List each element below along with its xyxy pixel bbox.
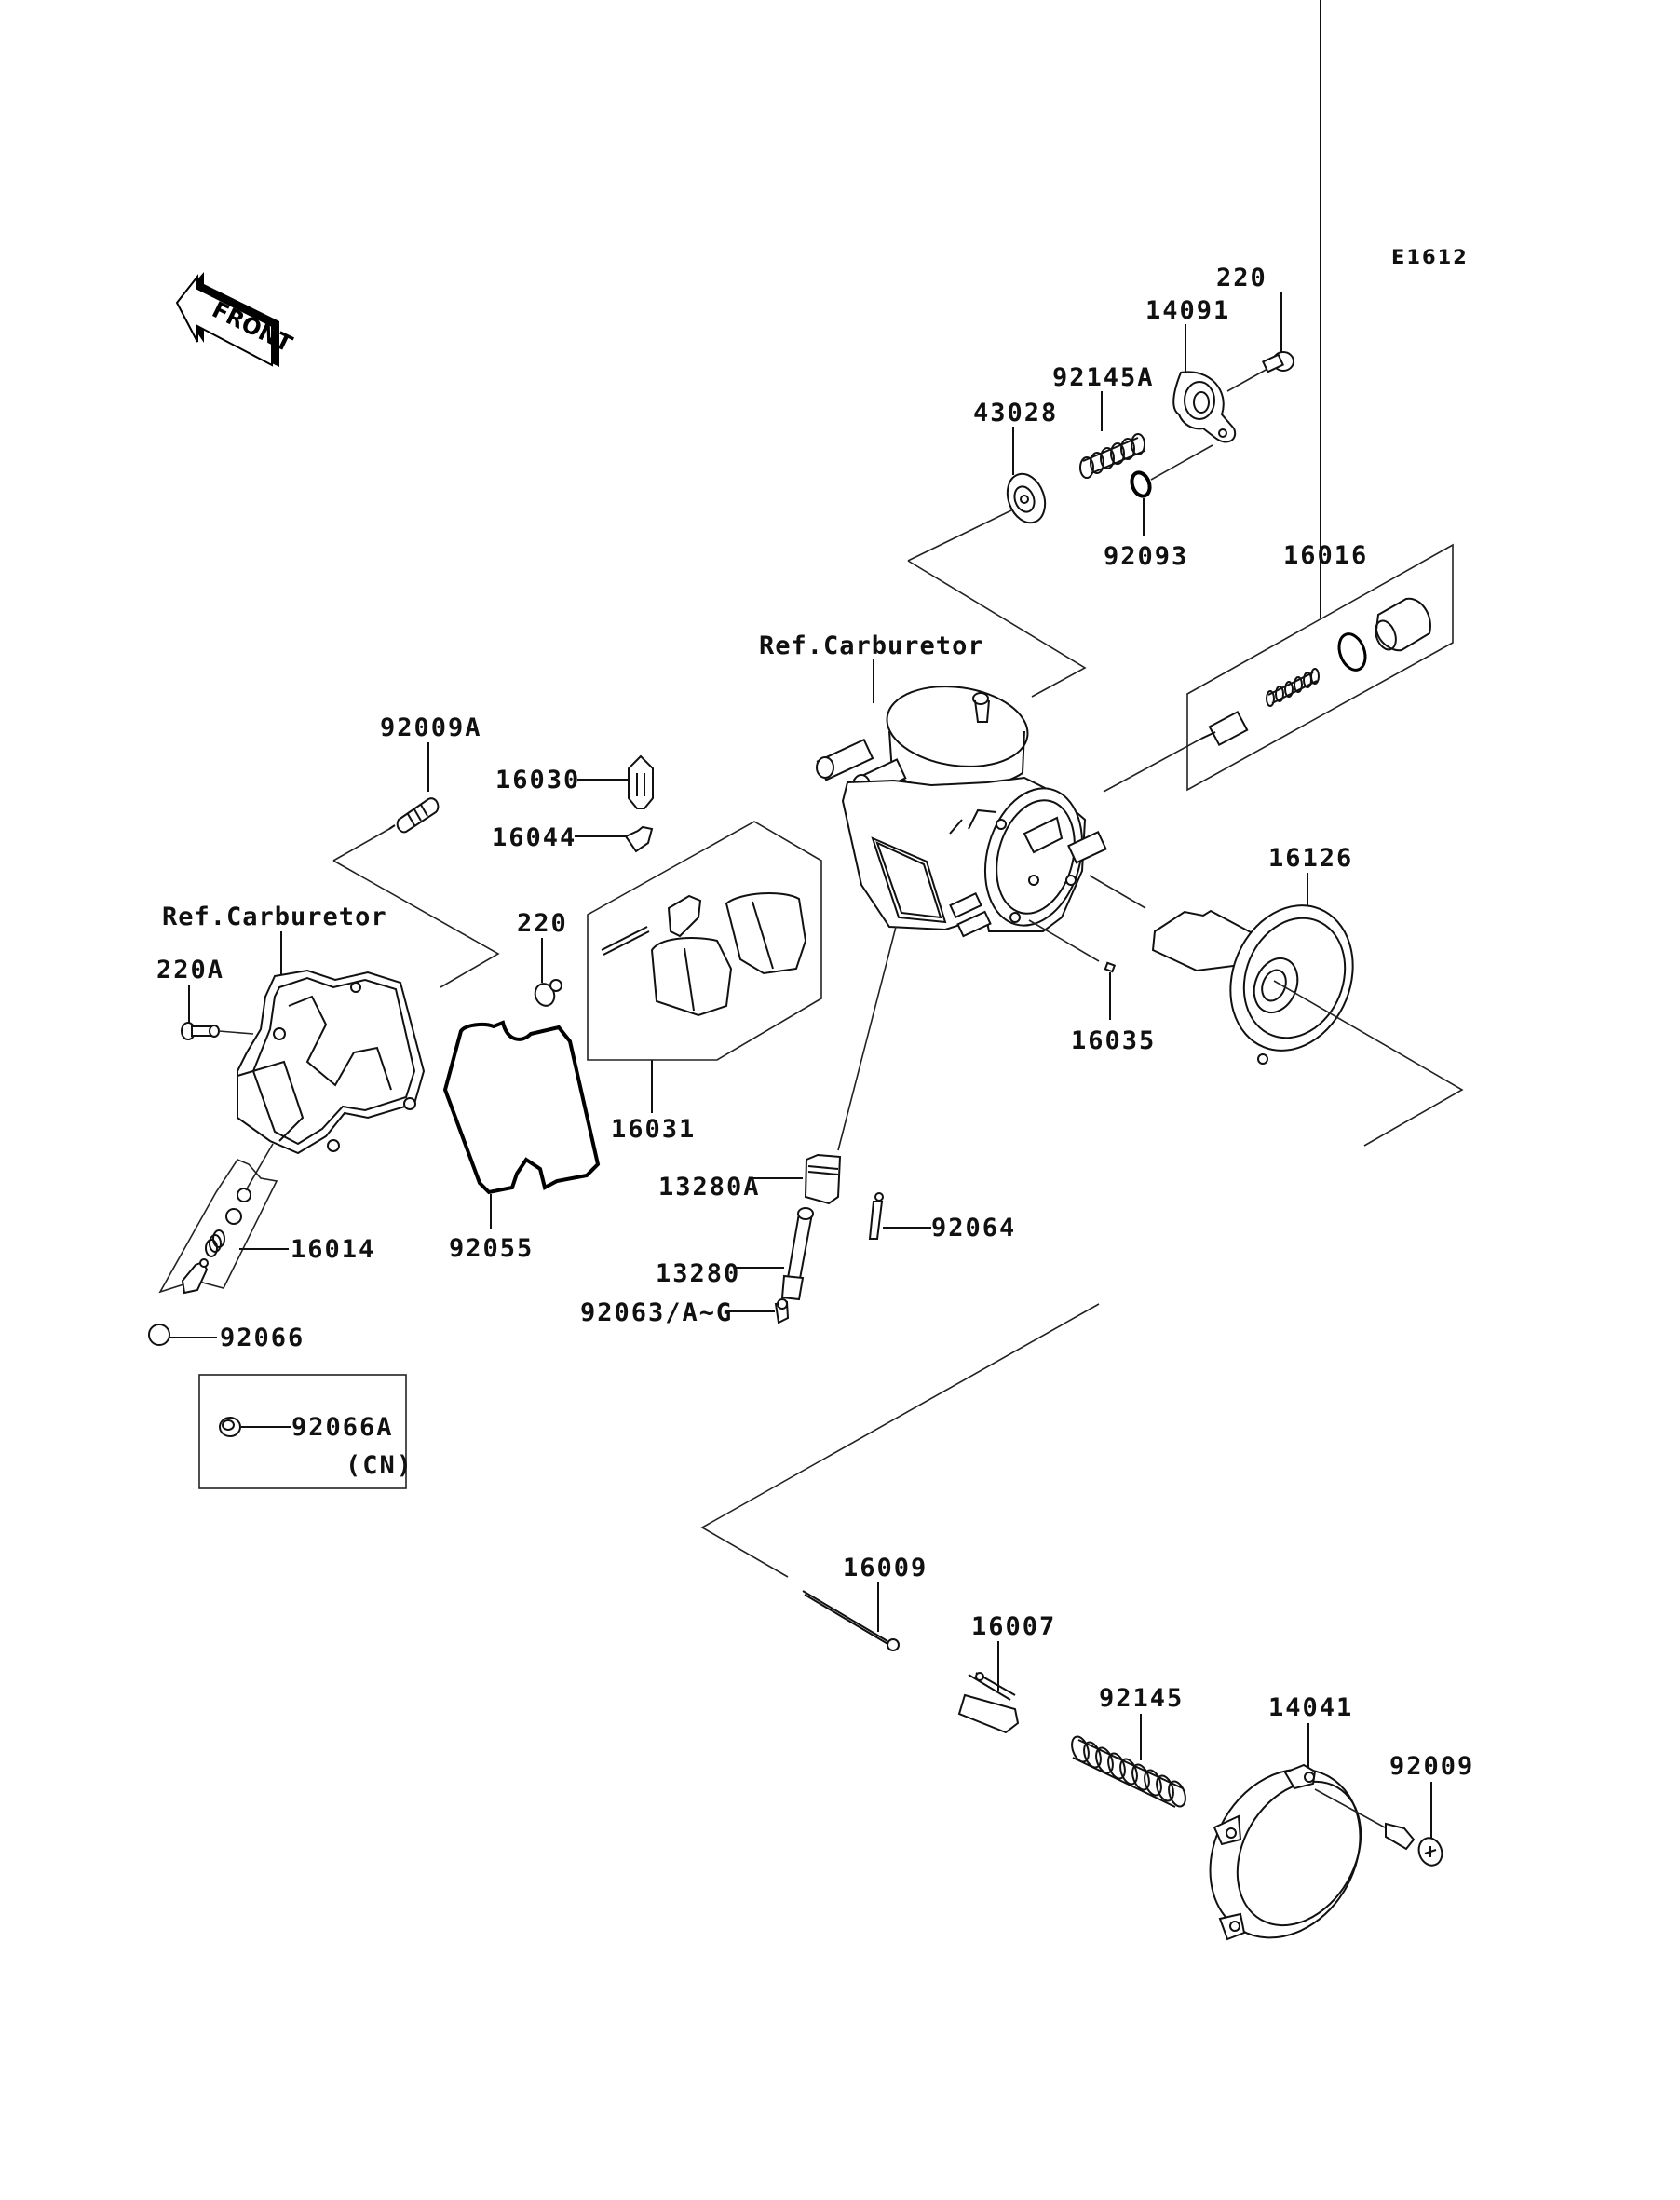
- label-220-mid[interactable]: 220: [517, 909, 568, 938]
- label-16030[interactable]: 16030: [495, 766, 580, 794]
- holder-13280A: [804, 1153, 842, 1205]
- label-92009[interactable]: 92009: [1389, 1752, 1474, 1781]
- label-92063[interactable]: 92063/A~G: [580, 1298, 733, 1327]
- main-jet-92063: [774, 1298, 790, 1324]
- screw-220A: [181, 1022, 220, 1040]
- screw-220-mid: [534, 979, 562, 1007]
- needle-jet-13280: [780, 1207, 814, 1301]
- gasket-92055: [442, 1020, 601, 1195]
- label-220A[interactable]: 220A: [156, 956, 224, 985]
- label-92145A[interactable]: 92145A: [1052, 363, 1155, 392]
- label-92066[interactable]: 92066: [220, 1324, 305, 1352]
- oring-92093: [1130, 470, 1152, 498]
- float-16031: [601, 891, 807, 1017]
- group-frame-16016: [1186, 543, 1454, 792]
- label-92064[interactable]: 92064: [931, 1214, 1016, 1243]
- float-bowl: [237, 969, 426, 1155]
- starter-plunger-16016: [1200, 597, 1431, 747]
- top-cover-14041: [1209, 1763, 1362, 1941]
- needle-valve-16030: [628, 754, 654, 809]
- label-16016[interactable]: 16016: [1283, 541, 1368, 570]
- spring-92145: [1071, 1735, 1186, 1808]
- label-92066A-note: (CN): [345, 1451, 413, 1480]
- cover-14091: [1172, 371, 1237, 443]
- label-ref-carburetor-top: Ref.Carburetor: [759, 631, 984, 660]
- label-14091[interactable]: 14091: [1145, 296, 1230, 325]
- label-16126[interactable]: 16126: [1268, 844, 1353, 873]
- carburetor-body: [816, 686, 1107, 938]
- label-43028[interactable]: 43028: [973, 399, 1058, 428]
- diaphragm-16126: [1151, 904, 1354, 1065]
- drain-screw-16014: [181, 1188, 251, 1295]
- label-16035[interactable]: 16035: [1071, 1026, 1156, 1055]
- label-ref-carburetor-left: Ref.Carburetor: [162, 903, 387, 931]
- diagram-code: E1612: [1391, 246, 1469, 268]
- group-frame-16031: [587, 821, 822, 1061]
- label-16044[interactable]: 16044: [492, 823, 576, 852]
- screw-220-top: [1261, 351, 1294, 373]
- label-16014[interactable]: 16014: [291, 1235, 375, 1264]
- label-92093[interactable]: 92093: [1104, 542, 1188, 571]
- label-13280A[interactable]: 13280A: [658, 1173, 761, 1202]
- jet-16035: [1104, 961, 1117, 973]
- label-16007[interactable]: 16007: [971, 1612, 1056, 1641]
- label-14041[interactable]: 14041: [1268, 1693, 1353, 1722]
- diaphragm-43028: [1006, 472, 1047, 524]
- plug-92066A: [219, 1417, 241, 1437]
- label-92055[interactable]: 92055: [449, 1234, 534, 1263]
- screw-92009: [1385, 1822, 1443, 1867]
- spring-92145A: [1079, 433, 1145, 479]
- pilot-jet-92064: [868, 1192, 884, 1240]
- label-92145[interactable]: 92145: [1099, 1684, 1184, 1713]
- group-frame-16014: [158, 1159, 278, 1294]
- note-box-92066A: [198, 1374, 407, 1489]
- air-screw-92009A: [388, 797, 440, 834]
- oring-92066: [148, 1324, 170, 1346]
- label-92009A[interactable]: 92009A: [380, 713, 482, 742]
- holder-16007: [957, 1672, 1020, 1734]
- label-16031[interactable]: 16031: [611, 1115, 696, 1144]
- label-92066A[interactable]: 92066A: [291, 1413, 394, 1442]
- label-13280[interactable]: 13280: [656, 1259, 740, 1288]
- front-arrow-icon: FRONT: [175, 272, 297, 367]
- label-220-top[interactable]: 220: [1216, 264, 1267, 292]
- label-16009[interactable]: 16009: [843, 1554, 928, 1582]
- jet-needle-16009: [802, 1590, 900, 1651]
- clip-16044: [624, 825, 654, 853]
